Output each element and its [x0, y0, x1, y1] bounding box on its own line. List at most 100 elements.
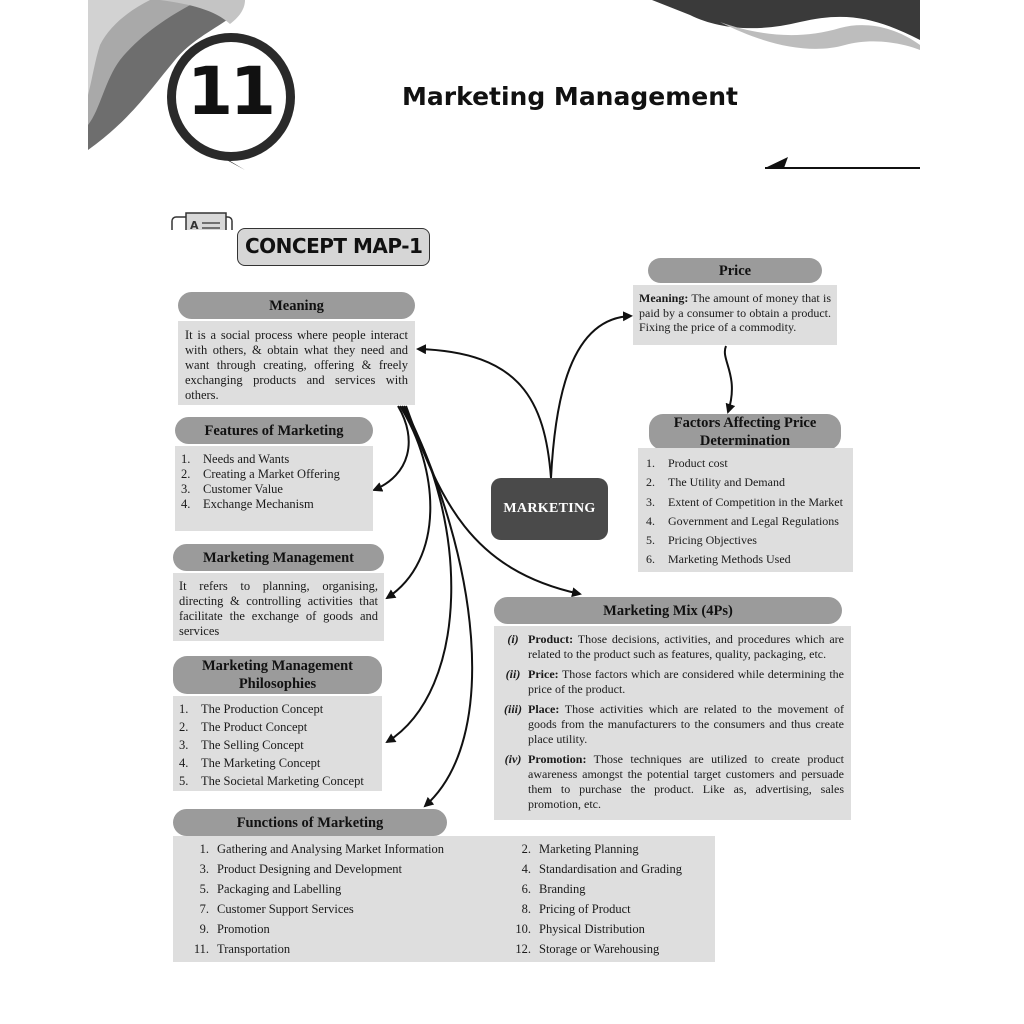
list-item-number: 2. [179, 720, 189, 734]
list-item: 5. Pricing Objectives [646, 531, 845, 550]
mix-item-text: Those factors which are considered while… [528, 667, 844, 696]
list-item-text: Pricing Objectives [668, 533, 757, 548]
svg-text:A: A [190, 219, 199, 230]
function-item-text: Transportation [217, 942, 291, 956]
arrow-price-to-factors [723, 345, 736, 414]
function-item-text: Product Designing and Development [217, 862, 403, 876]
mix-item-text: Those activities which are related to th… [528, 702, 844, 746]
functions-heading: Functions of Marketing [173, 809, 447, 836]
function-item-number: 3. [199, 862, 209, 876]
price-term: Meaning: [639, 291, 689, 305]
chapter-badge-icon [167, 33, 295, 170]
function-item: 6. Branding [495, 882, 707, 897]
function-item: 1.Gathering and Analysing Market Informa… [173, 842, 495, 857]
function-item: 4. Standardisation and Grading [495, 862, 707, 877]
function-item-number: 12. [515, 942, 531, 956]
page-title: Marketing Management [402, 82, 738, 111]
list-item-number: 2. [646, 475, 655, 490]
mix-item-text: Those techniques are utilized to create … [528, 752, 844, 811]
mix-item: (iv)Promotion: Those techniques are util… [498, 752, 844, 812]
mix-box: (i)Product: Those decisions, activities,… [494, 626, 851, 820]
function-item: 5.Packaging and Labelling [173, 882, 495, 897]
function-item-number: 6. [521, 882, 531, 896]
list-item-number: 4. [181, 497, 191, 511]
list-item: 3.Customer Value [181, 482, 367, 497]
functions-box: 1.Gathering and Analysing Market Informa… [173, 836, 715, 962]
function-item: 2.Marketing Planning [495, 842, 707, 857]
mix-item-term: Product: [528, 632, 574, 646]
list-item: 1. Product cost [646, 454, 845, 473]
list-item-text: The Selling Concept [201, 738, 304, 752]
arrow-to-meaning [416, 344, 552, 479]
management-box: It refers to planning, organising, direc… [173, 573, 384, 641]
arrow-to-management [385, 405, 432, 600]
price-heading: Price [648, 258, 822, 283]
function-item-number: 8. [521, 902, 531, 916]
features-heading: Features of Marketing [175, 417, 373, 444]
function-item: 9.Promotion [173, 922, 495, 937]
list-item-number: 3. [179, 738, 189, 752]
list-item-number: 4. [179, 756, 189, 770]
list-item-text: Product cost [668, 456, 728, 470]
list-item-text: The Marketing Concept [201, 756, 321, 770]
function-item-text: Storage or Warehousing [539, 942, 660, 956]
list-item: 5. The Societal Marketing Concept [179, 772, 376, 790]
list-item: 4. The Marketing Concept [179, 754, 376, 772]
list-item: 6.Marketing Methods Used [646, 550, 845, 569]
mix-item-numeral: (ii) [505, 667, 521, 681]
mix-item: (iii) Place: Those activities which are r… [498, 702, 844, 747]
list-item: 3. Extent of Competition in the Market [646, 493, 845, 512]
function-item-text: Standardisation and Grading [539, 862, 683, 876]
list-item-number: 1. [179, 702, 189, 716]
function-item: 10. Physical Distribution [495, 922, 707, 937]
mix-item-body: Place: Those activities which are relate… [528, 702, 844, 747]
mix-item: (ii) Price: Those factors which are consi… [498, 667, 844, 697]
function-item-text: Pricing of Product [539, 902, 631, 916]
list-item-number: 5. [646, 533, 655, 548]
management-heading: Marketing Management [173, 544, 384, 571]
mix-item-numeral: (i) [507, 632, 519, 646]
list-item-text: Extent of Competition in the Market [668, 494, 843, 509]
price-box: Meaning: The amount of money that is pai… [633, 285, 837, 345]
list-item-text: Needs and Wants [203, 452, 290, 466]
mix-item-term: Price: [528, 667, 559, 681]
mix-item-numeral: (iii) [504, 702, 522, 716]
center-node: MARKETING [491, 478, 608, 540]
list-item-number: 6. [646, 552, 655, 567]
function-item-number: 9. [199, 922, 209, 936]
mix-item-term: Promotion: [528, 752, 587, 766]
function-item-number: 5. [199, 882, 209, 896]
function-item: 11.Transportation [173, 942, 495, 957]
meaning-text: It is a social process where people inte… [185, 328, 408, 402]
list-item-text: Government and Legal Regulations [668, 513, 839, 528]
list-item-text: Creating a Market Offering [203, 467, 340, 481]
arrow-to-mix [405, 405, 582, 598]
function-item-number: 4. [521, 862, 531, 876]
mix-item-body: Price: Those factors which are considere… [528, 667, 844, 697]
function-item-text: Physical Distribution [539, 922, 645, 936]
list-item: 4. Exchange Mechanism [181, 497, 367, 512]
list-item: 2. Creating a Market Offering [181, 467, 367, 482]
concept-map-icon: A [171, 212, 233, 230]
list-item-text: The Societal Marketing Concept [201, 774, 364, 788]
list-item: 4.Government and Legal Regulations [646, 512, 845, 531]
function-item-text: Branding [539, 882, 586, 896]
chapter-number: 11 [187, 53, 276, 130]
list-item: 3. The Selling Concept [179, 736, 376, 754]
mix-heading: Marketing Mix (4Ps) [494, 597, 842, 624]
concept-map-label: CONCEPT MAP-1 [237, 228, 430, 266]
list-item-number: 1. [646, 456, 655, 470]
arrow-to-features [372, 405, 410, 492]
list-item-text: Exchange Mechanism [203, 497, 314, 511]
list-item-number: 2. [181, 467, 191, 481]
list-item-number: 3. [646, 494, 655, 509]
function-item-number: 10. [515, 922, 531, 936]
meaning-heading: Meaning [178, 292, 415, 319]
list-item-number: 5. [179, 774, 189, 788]
list-item: 1.The Production Concept [179, 700, 376, 718]
